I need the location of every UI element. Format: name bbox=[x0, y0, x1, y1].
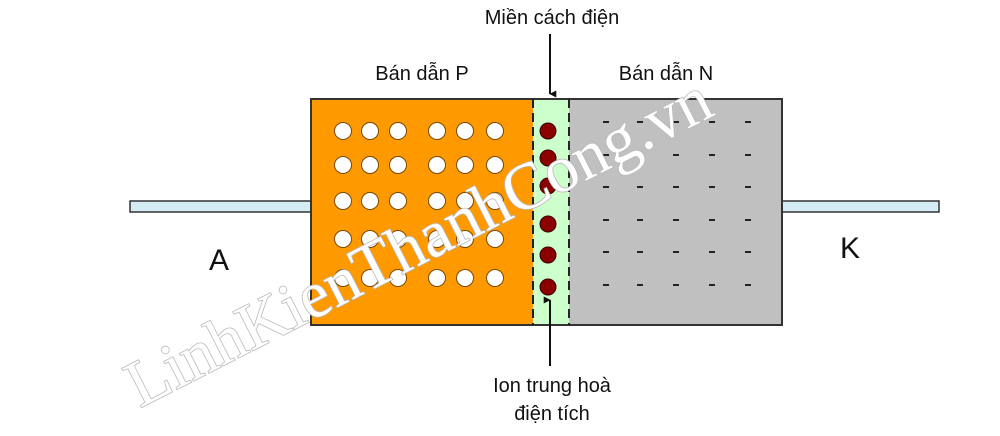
neutral-ion bbox=[539, 246, 557, 264]
neutral-ions bbox=[539, 122, 557, 296]
hole bbox=[361, 192, 379, 210]
hole bbox=[486, 230, 504, 248]
hole bbox=[456, 122, 474, 140]
hole bbox=[361, 230, 379, 248]
hole bbox=[389, 192, 407, 210]
hole bbox=[334, 230, 352, 248]
neutral-ion bbox=[539, 122, 557, 140]
hole bbox=[456, 269, 474, 287]
hole bbox=[361, 156, 379, 174]
n-region bbox=[569, 99, 782, 325]
cathode-label: K bbox=[840, 232, 860, 265]
hole bbox=[334, 192, 352, 210]
hole bbox=[389, 269, 407, 287]
anode-label: A bbox=[209, 244, 229, 277]
hole bbox=[428, 192, 446, 210]
p-region-label: Bán dẫn P bbox=[375, 62, 468, 85]
hole bbox=[456, 156, 474, 174]
hole bbox=[456, 230, 474, 248]
n-region-electrons bbox=[603, 121, 751, 286]
depletion-region-label: Miền cách điện bbox=[485, 7, 620, 29]
hole bbox=[334, 269, 352, 287]
hole bbox=[334, 156, 352, 174]
neutral-ion bbox=[539, 278, 557, 296]
neutral-ion bbox=[539, 215, 557, 233]
hole bbox=[389, 230, 407, 248]
neutral-ion bbox=[539, 177, 557, 195]
hole bbox=[428, 230, 446, 248]
hole bbox=[361, 122, 379, 140]
neutral-ions-label-line1: Ion trung hoà bbox=[493, 375, 612, 397]
hole bbox=[486, 269, 504, 287]
p-region-holes bbox=[334, 122, 504, 287]
hole bbox=[361, 269, 379, 287]
hole bbox=[456, 192, 474, 210]
hole bbox=[334, 122, 352, 140]
hole bbox=[486, 122, 504, 140]
hole bbox=[428, 269, 446, 287]
hole bbox=[486, 192, 504, 210]
hole bbox=[428, 156, 446, 174]
hole bbox=[389, 156, 407, 174]
diode-body-outline bbox=[310, 98, 783, 326]
n-region-label: Bán dẫn N bbox=[619, 62, 714, 85]
neutral-ion bbox=[539, 149, 557, 167]
hole bbox=[389, 122, 407, 140]
cathode-lead bbox=[780, 200, 940, 213]
hole bbox=[428, 122, 446, 140]
hole bbox=[486, 156, 504, 174]
neutral-ions-label-line2: điện tích bbox=[514, 403, 590, 425]
anode-lead bbox=[129, 200, 313, 213]
